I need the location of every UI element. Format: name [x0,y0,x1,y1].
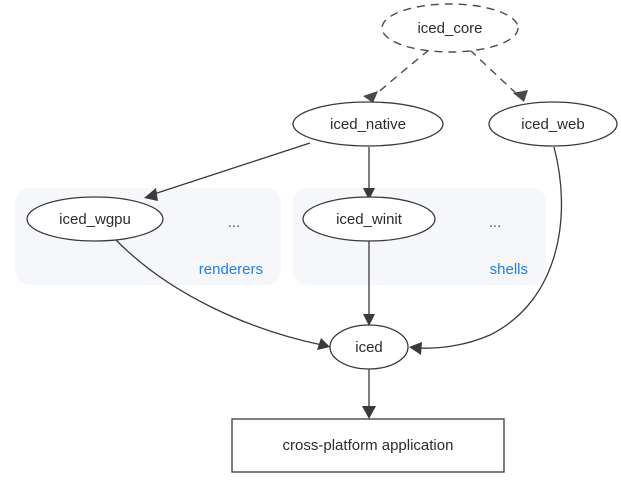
node-iced-native-shape [292,101,444,147]
node-iced-web-shape [488,101,618,147]
node-iced-shape [329,324,409,370]
node-iced[interactable]: iced [329,324,409,370]
node-iced-wgpu-shape [26,196,164,242]
edge-iced-web-to-iced [417,146,563,349]
edge-iced-wgpu-to-iced-arrowhead [317,338,330,350]
node-iced-winit[interactable]: iced_winit [302,196,436,242]
node-iced-core-label: iced_core [417,20,482,37]
edge-iced-wgpu-to-iced [115,239,323,346]
node-application-shape [231,418,505,473]
edge-iced-winit-to-iced-arrowhead [363,314,375,326]
node-application[interactable]: cross-platform application [231,418,505,473]
cluster-shells-ellipsis: ... [489,214,502,231]
node-iced-web-label: iced_web [521,116,584,133]
edge-iced-core-to-iced-web [469,49,520,97]
cluster-shells-label: shells [490,261,528,278]
edge-iced-native-to-iced-winit-arrowhead [363,188,375,200]
node-iced-label: iced [355,339,383,356]
edge-iced-to-application-arrowhead [362,406,376,419]
edge-iced-web-to-iced-arrowhead [409,342,422,355]
node-iced-wgpu-label: iced_wgpu [59,211,131,228]
edge-iced-native-to-iced-wgpu-arrowhead [144,188,158,201]
node-iced-web[interactable]: iced_web [488,101,618,147]
node-iced-wgpu[interactable]: iced_wgpu [26,196,164,242]
node-iced-winit-label: iced_winit [336,211,403,228]
node-iced-native[interactable]: iced_native [292,101,444,147]
cluster-renderers-ellipsis: ... [228,214,241,231]
edge-iced-core-to-iced-native [373,49,430,97]
cluster-renderers-label: renderers [199,261,263,278]
node-iced-winit-shape [302,196,436,242]
node-iced-core-shape [381,3,519,53]
edge-iced-core-to-iced-native-arrowhead [363,91,378,103]
edge-iced-native-to-iced-wgpu [150,142,311,196]
node-iced-native-label: iced_native [330,116,406,133]
node-application-label: cross-platform application [283,437,454,454]
node-iced-core[interactable]: iced_core [381,3,519,53]
edge-iced-core-to-iced-web-arrowhead [513,90,528,102]
